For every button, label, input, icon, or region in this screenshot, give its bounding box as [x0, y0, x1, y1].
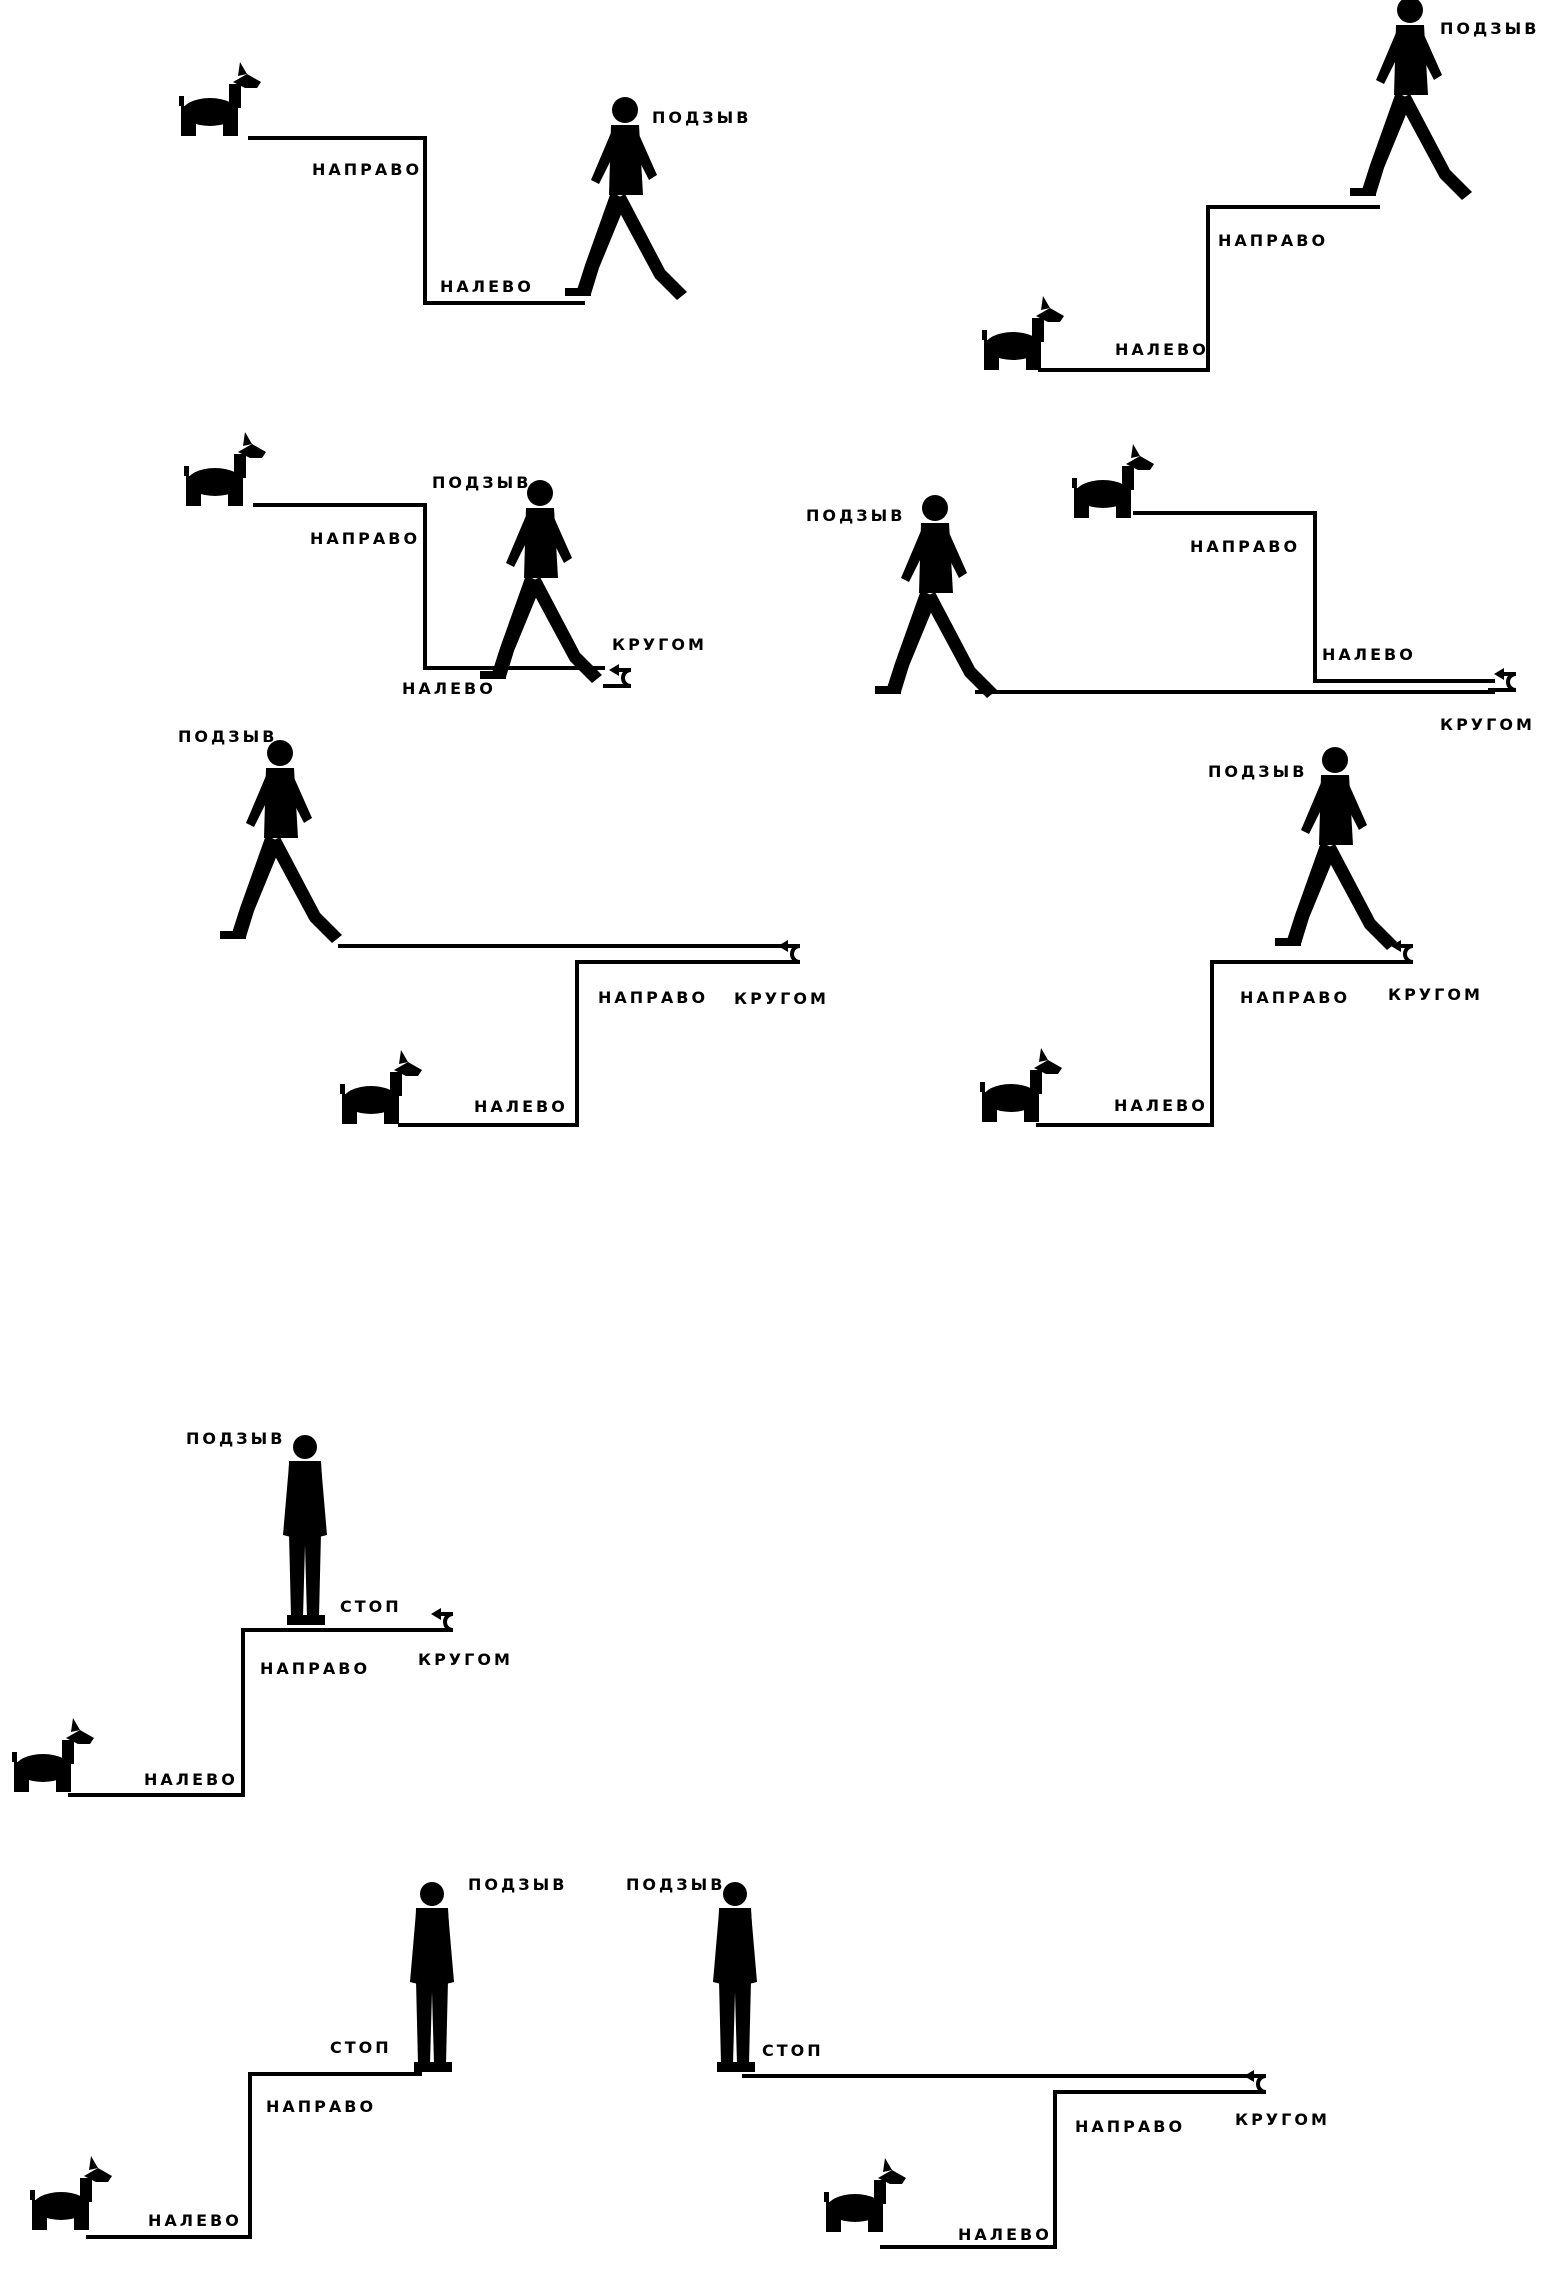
diagram-5: ПОДЗЫВ НАПРАВО КРУГОМ НАЛЕВО [178, 727, 829, 1127]
label-podzyv: ПОДЗЫВ [1208, 762, 1307, 781]
label-napravo: НАПРАВО [1240, 988, 1350, 1007]
route-line [253, 503, 605, 670]
label-napravo: НАПРАВО [310, 529, 420, 548]
route-line [1036, 960, 1395, 1127]
diagram-6: ПОДЗЫВ НАПРАВО КРУГОМ НАЛЕВО [980, 747, 1483, 1127]
label-nalevo: НАЛЕВО [144, 1770, 238, 1789]
label-krugom: КРУГОМ [418, 1650, 513, 1669]
label-podzyv: ПОДЗЫВ [626, 1875, 725, 1894]
label-podzyv: ПОДЗЫВ [806, 506, 905, 525]
label-napravo: НАПРАВО [266, 2097, 376, 2116]
label-krugom: КРУГОМ [1440, 715, 1535, 734]
label-napravo: НАПРАВО [312, 160, 422, 179]
walking-person-icon [480, 480, 602, 683]
label-nalevo: НАЛЕВО [1114, 1096, 1208, 1115]
u-turn-arrow-icon [770, 938, 802, 964]
dog-icon [12, 1718, 94, 1792]
walking-person-icon [565, 97, 687, 300]
dog-icon [30, 2156, 112, 2230]
route-line [880, 2090, 1262, 2249]
u-turn-arrow-icon [423, 1606, 455, 1632]
label-nalevo: НАЛЕВО [148, 2211, 242, 2230]
standing-person-icon [410, 1882, 454, 2072]
dog-icon [982, 296, 1064, 370]
label-napravo: НАПРАВО [1075, 2117, 1185, 2136]
route-line [1038, 205, 1380, 372]
dog-icon [340, 1050, 422, 1124]
walking-person-icon [220, 740, 342, 943]
diagram-2: ПОДЗЫВ НАПРАВО НАЛЕВО [982, 0, 1539, 372]
dog-icon [1072, 444, 1154, 518]
dog-icon [184, 432, 266, 506]
label-stop: СТОП [330, 2038, 392, 2057]
label-podzyv: ПОДЗЫВ [1440, 19, 1539, 38]
walking-person-icon [875, 495, 997, 698]
label-napravo: НАПРАВО [1190, 537, 1300, 556]
dog-icon [824, 2158, 906, 2232]
diagram-8: ПОДЗЫВ СТОП НАПРАВО НАЛЕВО [30, 1875, 567, 2239]
diagram-4: ПОДЗЫВ НАПРАВО НАЛЕВО КРУГОМ [806, 444, 1535, 734]
route-line [398, 960, 785, 1127]
label-nalevo: НАЛЕВО [474, 1097, 568, 1116]
label-napravo: НАПРАВО [1218, 231, 1328, 250]
label-stop: СТОП [340, 1597, 402, 1616]
label-nalevo: НАЛЕВО [440, 277, 534, 296]
label-podzyv: ПОДЗЫВ [652, 108, 751, 127]
label-krugom: КРУГОМ [1388, 985, 1483, 1004]
u-turn-arrow-icon [601, 662, 633, 688]
label-krugom: КРУГОМ [612, 635, 707, 654]
label-napravo: НАПРАВО [260, 1659, 370, 1678]
route-line [68, 1628, 445, 1797]
label-krugom: КРУГОМ [734, 989, 829, 1008]
standing-person-icon [713, 1882, 757, 2072]
label-podzyv: ПОДЗЫВ [186, 1429, 285, 1448]
u-turn-arrow-icon [1236, 2068, 1268, 2094]
label-podzyv: ПОДЗЫВ [432, 473, 531, 492]
standing-person-icon [283, 1435, 327, 1625]
route-line [1133, 511, 1495, 683]
label-napravo: НАПРАВО [598, 988, 708, 1007]
diagram-1: НАПРАВО НАЛЕВО ПОДЗЫВ [179, 62, 751, 305]
route-line [248, 136, 585, 305]
label-stop: СТОП [762, 2041, 824, 2060]
diagram-9: ПОДЗЫВ СТОП НАПРАВО КРУГОМ НАЛЕВО [626, 1875, 1330, 2249]
route-line [86, 2072, 422, 2239]
label-krugom: КРУГОМ [1235, 2110, 1330, 2129]
dog-icon [179, 62, 261, 136]
label-podzyv: ПОДЗЫВ [468, 1875, 567, 1894]
label-nalevo: НАЛЕВО [402, 679, 496, 698]
label-podzyv: ПОДЗЫВ [178, 727, 277, 746]
label-nalevo: НАЛЕВО [1322, 645, 1416, 664]
label-nalevo: НАЛЕВО [958, 2225, 1052, 2244]
diagram-7: ПОДЗЫВ СТОП КРУГОМ НАПРАВО НАЛЕВО [12, 1429, 513, 1797]
diagram-3: ПОДЗЫВ НАПРАВО НАЛЕВО КРУГОМ [184, 432, 707, 698]
dog-icon [980, 1048, 1062, 1122]
label-nalevo: НАЛЕВО [1115, 340, 1209, 359]
